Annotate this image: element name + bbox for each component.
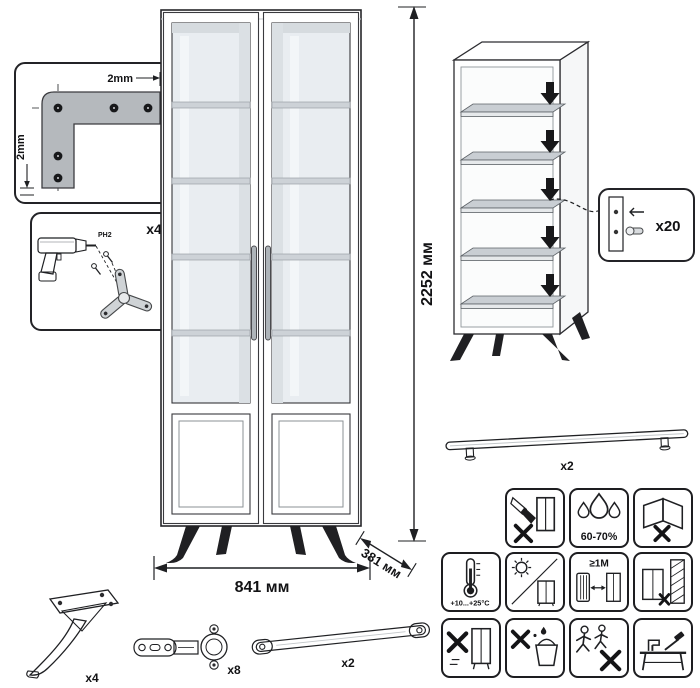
care-icon-no-sunlight — [505, 552, 565, 612]
rail-count-label: x2 — [560, 459, 574, 473]
handle-rail-icon — [445, 429, 689, 461]
door-handle-right — [265, 245, 271, 341]
wall-strap-icon — [251, 622, 430, 655]
hinge-count-label: x8 — [227, 663, 241, 676]
care-icon-no-cutter — [505, 488, 565, 548]
pin-leader-line — [548, 184, 602, 228]
care-icon-heater-distance: ≥1M — [569, 552, 629, 612]
hinge-part: x8 — [128, 620, 244, 676]
corner-bracket-icon: 2mm 2mm — [16, 72, 169, 196]
sunlight-icon — [511, 557, 558, 607]
wall-strap-part: x2 — [246, 608, 436, 672]
depth-dimension: 381 мм — [350, 524, 426, 590]
thermometer-icon: +10...+25°C — [450, 558, 490, 608]
care-icon-assembly-workbench — [633, 618, 693, 678]
corner-bracket-detail-box: 2mm 2mm — [14, 62, 176, 204]
drill-detail-box: x4 PH2 — [30, 212, 177, 331]
humidity-label: 60-70% — [581, 531, 618, 543]
care-icon-no-door-pressure — [633, 488, 693, 548]
workbench-icon — [639, 631, 687, 671]
care-icon-temperature: +10...+25°C — [441, 552, 501, 612]
no-cutter-icon — [510, 496, 556, 544]
care-icon-no-damp-wall — [633, 552, 693, 612]
cabinet-front-view — [156, 6, 368, 568]
cabinet-open-view — [438, 28, 603, 378]
distance-label: ≥1M — [589, 559, 609, 570]
hinge-icon — [133, 624, 228, 670]
right-glass-pane — [271, 22, 351, 404]
leg-count-label: x4 — [85, 671, 99, 685]
humidity-icon: 60-70% — [577, 492, 621, 543]
care-icon-no-dragging — [441, 618, 501, 678]
cabinet-legs — [166, 526, 356, 563]
bracket-dim-side-label: 2mm — [16, 134, 27, 160]
temperature-label: +10...+25°C — [450, 599, 490, 608]
strap-count-label: x2 — [341, 656, 355, 670]
drill-and-leg-icon: x4 PH2 — [37, 221, 162, 319]
heater-distance-icon: ≥1M — [576, 559, 621, 602]
shelf-pin-icon: x20 — [608, 196, 681, 252]
drill-count-label: x4 — [146, 221, 162, 237]
shelves — [171, 101, 351, 337]
care-icon-no-wet-cleaning — [505, 618, 565, 678]
open-cabinet-legs — [450, 312, 590, 361]
height-label: 2252 мм — [419, 242, 436, 306]
handle-rail-part: x2 — [436, 412, 698, 474]
leg-part: x4 — [14, 583, 132, 685]
care-icon-no-children — [569, 618, 629, 678]
no-damp-wall-icon — [642, 559, 685, 606]
shelf-pin-detail-box: x20 — [598, 188, 695, 262]
bracket-dim-top-label: 2mm — [107, 73, 133, 85]
no-door-pressure-icon — [642, 497, 684, 543]
drill-bit-label: PH2 — [98, 232, 112, 239]
open-shelves — [459, 82, 567, 309]
no-dragging-icon — [446, 627, 492, 670]
door-handle-left — [251, 245, 257, 341]
leg-plate-icon — [100, 268, 153, 319]
care-icon-humidity: 60-70% — [569, 488, 629, 548]
height-dimension: 2252 мм — [398, 2, 446, 550]
width-dimension: 841 мм — [148, 554, 378, 598]
no-wet-cleaning-icon — [510, 626, 559, 667]
pin-count-label: x20 — [655, 218, 680, 235]
no-children-icon — [576, 624, 622, 672]
leg-icon — [26, 589, 120, 679]
width-label: 841 мм — [235, 579, 290, 596]
